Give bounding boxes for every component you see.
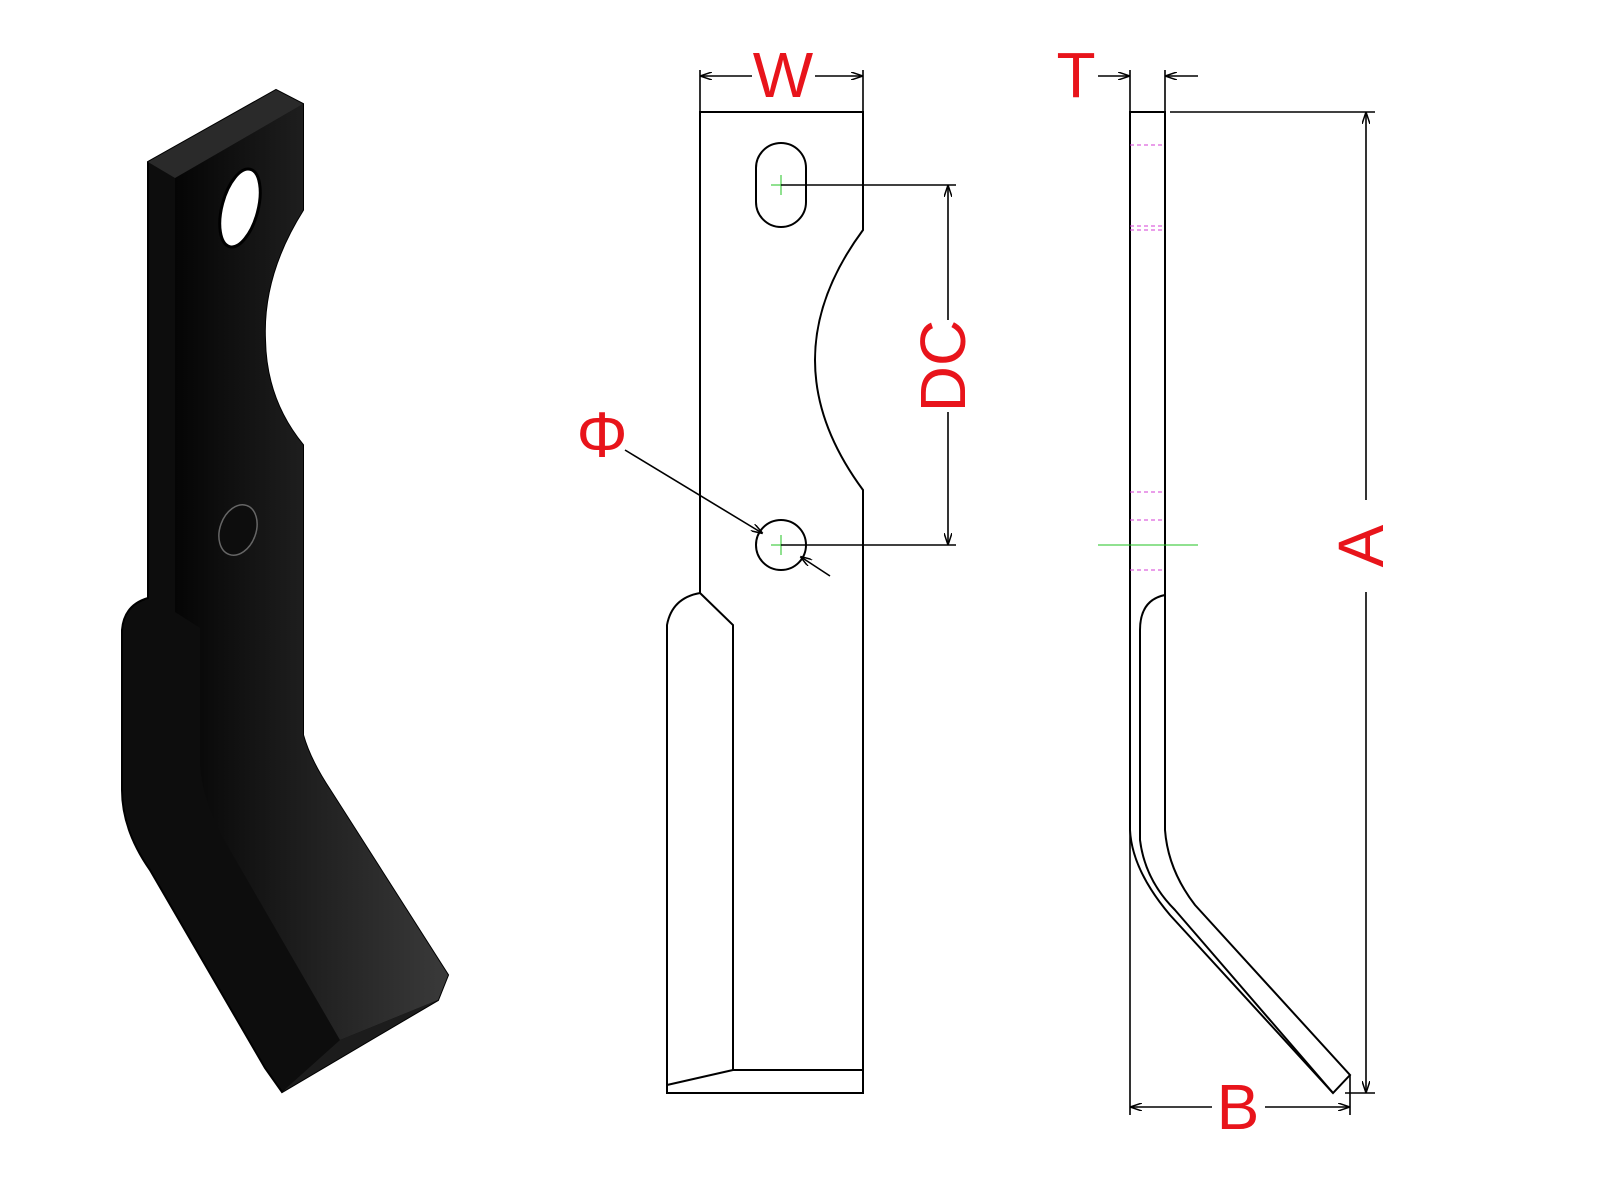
dimension-b: B (1129, 830, 1351, 1143)
label-w: W (753, 39, 814, 111)
blade-3d-view (121, 88, 450, 1094)
dimension-t: T (1056, 39, 1198, 112)
dimension-diameter: Φ (576, 399, 831, 577)
blade-front-face (175, 104, 448, 1040)
blade-front-view (666, 111, 864, 1094)
side-outline (1129, 111, 1352, 1095)
blade-edge-bevel (282, 1000, 438, 1092)
dimension-a: A (1170, 111, 1397, 1094)
round-hole-3d (218, 504, 258, 556)
dimension-dc: DC (781, 184, 979, 546)
side-bevel (1139, 594, 1334, 1094)
blade-side-view (1098, 111, 1352, 1095)
label-phi: Φ (576, 399, 627, 471)
hidden-lines (1130, 144, 1165, 571)
label-t: T (1056, 39, 1095, 111)
centerline (771, 175, 791, 555)
bevel-line (666, 592, 863, 1086)
dimension-w: W (699, 39, 864, 112)
label-dc: DC (907, 320, 979, 412)
label-a: A (1325, 524, 1397, 567)
blade-top-edge (148, 90, 303, 178)
slot-hole-3d (218, 167, 262, 249)
label-b: B (1217, 1071, 1260, 1143)
front-outline (666, 111, 864, 1094)
